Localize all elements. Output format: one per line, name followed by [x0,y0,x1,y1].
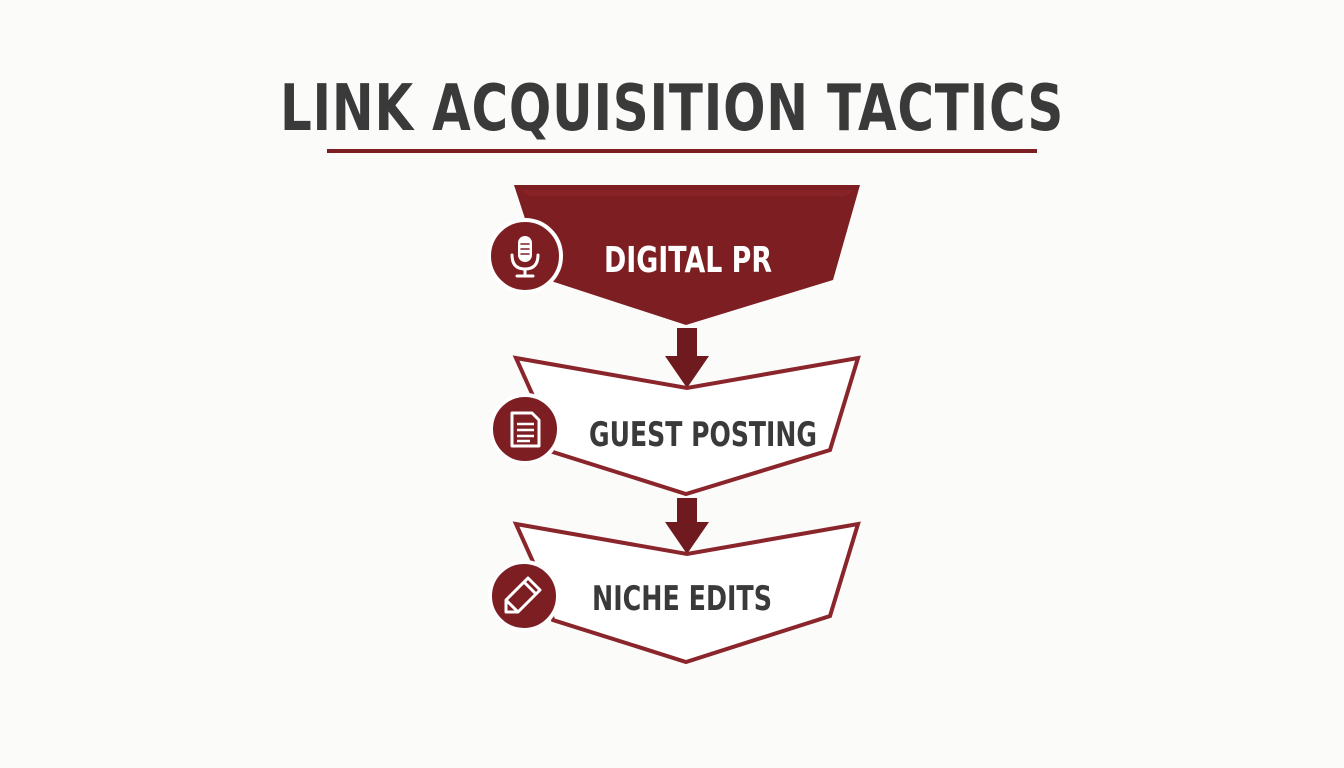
step-2-label: GUEST POSTING [589,415,817,455]
step-digital-pr: DIGITAL PR [487,185,860,325]
page-title: LINK ACQUISITION TACTICS [279,72,1065,146]
step-1-label: DIGITAL PR [604,240,772,281]
document-icon [510,411,541,448]
step-niche-edits: NICHE EDITS [488,521,861,665]
down-arrow-1 [665,328,709,388]
step-guest-posting: GUEST POSTING [489,355,861,497]
title-underline [327,149,1037,153]
pencil-icon [504,576,542,614]
step-3-badge [488,560,560,632]
microphone-icon [510,236,540,278]
step-3-label: NICHE EDITS [592,579,772,619]
step-1-chevron-highlight [520,190,855,196]
down-arrow-2 [665,498,709,554]
step-1-chevron [514,185,860,325]
